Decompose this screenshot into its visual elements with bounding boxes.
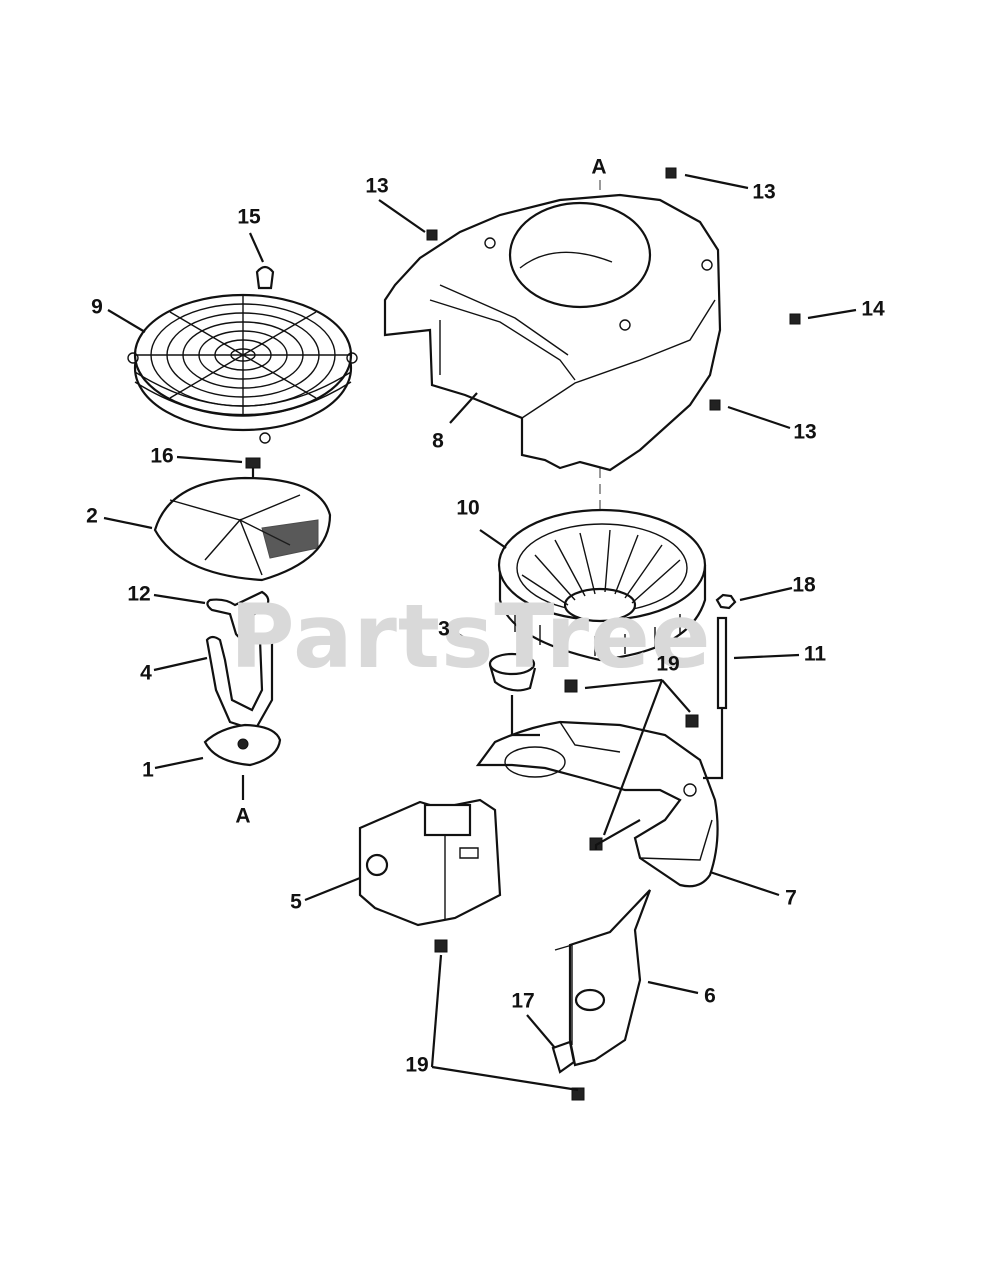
blower-housing-part-8 — [383, 193, 722, 472]
collar-part-3 — [488, 652, 537, 692]
nut-part-18 — [715, 593, 737, 610]
callout-6: 6 — [704, 984, 716, 1008]
screws-part-19 — [434, 679, 699, 1101]
reference-label-a-top: A — [591, 155, 607, 179]
callout-14: 14 — [861, 297, 885, 321]
callout-13-lower: 13 — [793, 420, 817, 444]
callout-18: 18 — [792, 573, 816, 597]
guide-line-stud — [703, 708, 724, 780]
screw-part-16 — [245, 457, 261, 480]
screen-plate-part-2 — [153, 476, 332, 582]
callout-13-left: 13 — [365, 174, 389, 198]
callout-5: 5 — [290, 890, 302, 914]
disc-hole — [237, 738, 249, 750]
callout-10: 10 — [456, 496, 480, 520]
callout-17: 17 — [511, 989, 535, 1013]
callout-3: 3 — [438, 617, 450, 641]
callout-4: 4 — [140, 661, 152, 685]
leader-lines — [103, 173, 857, 1092]
callout-12: 12 — [127, 582, 151, 606]
watermark: PartsTree — [230, 585, 712, 688]
callout-2: 2 — [86, 504, 98, 528]
guide-line-shroud — [594, 819, 641, 850]
callout-7: 7 — [785, 886, 797, 910]
callout-19-lower: 19 — [405, 1053, 429, 1077]
side-shield-part-5 — [358, 798, 502, 927]
support-bracket-part-4 — [205, 634, 274, 732]
screws-part-13-14 — [426, 167, 801, 411]
callout-19-upper: 19 — [656, 652, 680, 676]
callout-1: 1 — [142, 758, 154, 782]
reference-label-a-bottom: A — [235, 804, 251, 828]
callout-11: 11 — [803, 642, 827, 666]
guide-line-collar — [510, 695, 540, 737]
lower-shield-part-6 — [554, 889, 652, 1067]
bracket-part-12 — [206, 590, 270, 640]
stud-part-11 — [716, 616, 728, 710]
cap-part-15 — [255, 265, 275, 290]
callout-16: 16 — [150, 444, 174, 468]
grommet-part-17 — [551, 1040, 576, 1074]
flywheel-fan-part-10 — [497, 508, 707, 662]
callout-13-right: 13 — [752, 180, 776, 204]
callout-9: 9 — [91, 295, 103, 319]
callout-8: 8 — [432, 429, 444, 453]
base-shroud-part-7 — [475, 720, 719, 888]
grille-part-9 — [127, 293, 358, 444]
callout-15: 15 — [237, 205, 261, 229]
